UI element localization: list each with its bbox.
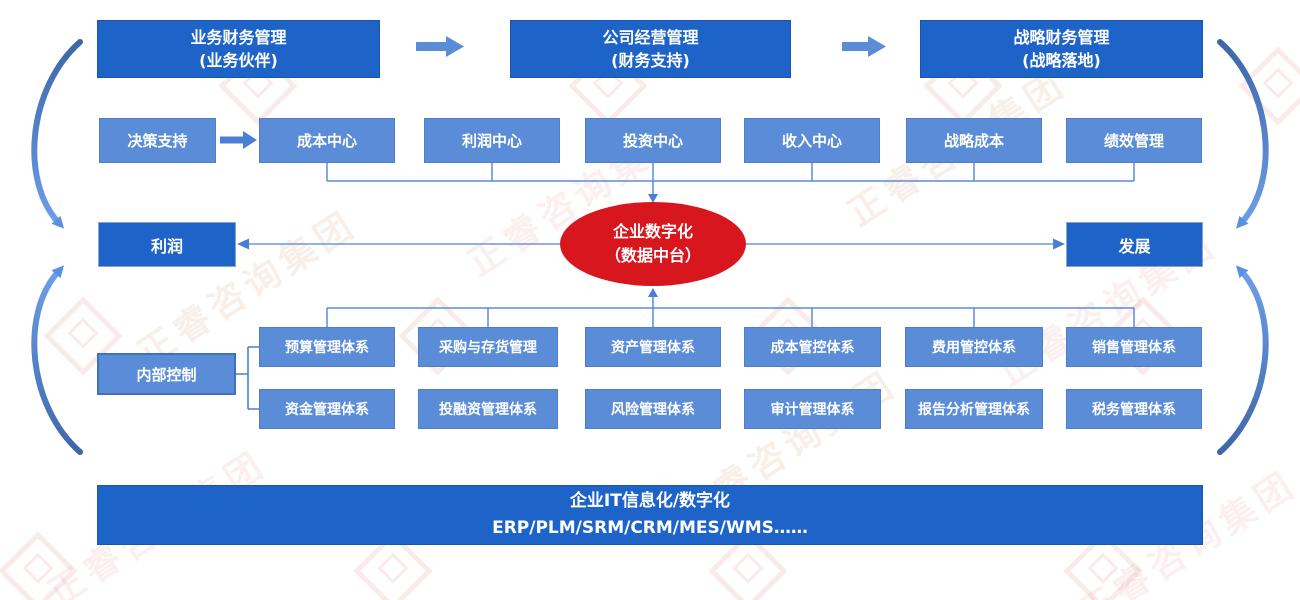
curved-arrow-right-top: [1217, 39, 1269, 229]
box-investment-center: 投资中心: [585, 118, 721, 163]
box-tax-management: 税务管理体系: [1066, 389, 1202, 429]
box-profit-center: 利润中心: [424, 118, 560, 163]
curved-arrow-left-bottom: [31, 265, 83, 455]
box-label: 投融资管理体系: [439, 402, 537, 418]
curved-arrow-left-top: [31, 39, 83, 229]
box-label: 资金管理体系: [285, 402, 369, 418]
box-budget-management: 预算管理体系: [259, 327, 395, 367]
box-label: 审计管理体系: [770, 402, 855, 418]
top-box-line2: (财务支持): [611, 51, 690, 70]
bottom-bar-enterprise-it: 企业IT信息化/数字化 ERP/PLM/SRM/CRM/MES/WMS……: [97, 485, 1203, 545]
top-box-line1: 业务财务管理: [190, 27, 287, 47]
box-development: 发展: [1066, 222, 1203, 267]
hub-right-arrowhead: [1053, 238, 1065, 250]
internal-control-bracket: [236, 346, 259, 410]
box-label: 资产管理体系: [611, 340, 695, 356]
arrow-top-2: [842, 36, 886, 57]
box-label: 采购与存货管理: [439, 340, 537, 356]
top-box-strategic-finance: 战略财务管理 (战略落地): [920, 20, 1203, 78]
box-revenue-center: 收入中心: [744, 118, 880, 163]
arrow-top-1: [416, 36, 464, 57]
hub-enterprise-digitalization: 企业数字化 （数据中台）: [560, 202, 746, 286]
box-label: 收入中心: [781, 132, 842, 150]
box-label: 利润中心: [461, 132, 522, 150]
arrow-decision-support: [220, 131, 257, 149]
box-label: 战略成本: [943, 132, 1004, 150]
box-strategic-cost: 战略成本: [906, 118, 1042, 163]
box-internal-control: 内部控制: [97, 353, 236, 395]
bottom-bar-line2: ERP/PLM/SRM/CRM/MES/WMS……: [492, 518, 808, 538]
box-asset-management: 资产管理体系: [585, 327, 721, 367]
top-box-company-operation: 公司经营管理 (财务支持): [510, 20, 791, 78]
curved-arrow-right-bottom: [1217, 265, 1269, 455]
top-box-line1: 战略财务管理: [1013, 27, 1110, 47]
box-label: 成本中心: [296, 132, 357, 150]
box-label: 风险管理体系: [611, 402, 695, 418]
box-cost-control: 成本管控体系: [744, 327, 881, 367]
bottom-bar-line1: 企业IT信息化/数字化: [569, 490, 731, 511]
top-box-line2: (战略落地): [1022, 51, 1101, 70]
box-expense-control: 费用管控体系: [905, 327, 1043, 367]
box-label: 税务管理体系: [1092, 402, 1176, 418]
bus-top: [326, 163, 1135, 195]
box-label: 成本管控体系: [770, 340, 855, 356]
box-investment-financing: 投融资管理体系: [418, 389, 558, 429]
top-box-line1: 公司经营管理: [602, 27, 699, 47]
box-audit-management: 审计管理体系: [744, 389, 881, 429]
hub-line1: 企业数字化: [612, 222, 693, 241]
box-label: 利润: [150, 236, 183, 256]
box-procurement-inventory: 采购与存货管理: [418, 327, 558, 367]
box-label: 预算管理体系: [285, 340, 369, 356]
box-risk-management: 风险管理体系: [585, 389, 721, 429]
box-label: 销售管理体系: [1092, 340, 1176, 356]
bus-top-arrowhead: [648, 194, 658, 203]
box-funds-management: 资金管理体系: [259, 389, 395, 429]
box-label: 报告分析管理体系: [918, 402, 1030, 418]
box-label: 费用管控体系: [932, 340, 1016, 356]
box-label: 决策支持: [127, 132, 188, 150]
box-profit: 利润: [98, 222, 236, 267]
box-label: 投资中心: [622, 132, 683, 150]
hub-left-arrowhead: [237, 238, 249, 250]
box-label: 发展: [1118, 236, 1151, 256]
box-sales-management: 销售管理体系: [1066, 327, 1202, 367]
bus-bottom-arrowhead: [648, 288, 658, 297]
box-report-analysis: 报告分析管理体系: [905, 389, 1043, 429]
top-box-business-finance: 业务财务管理 (业务伙伴): [97, 20, 380, 78]
box-label: 内部控制: [136, 365, 197, 384]
top-box-line2: (业务伙伴): [199, 51, 278, 70]
hub-line2: （数据中台）: [604, 246, 701, 265]
box-label: 绩效管理: [1103, 132, 1164, 150]
bus-bottom: [326, 295, 1135, 327]
box-decision-support: 决策支持: [99, 118, 216, 163]
box-performance-management: 绩效管理: [1066, 118, 1202, 163]
box-cost-center: 成本中心: [259, 118, 395, 163]
